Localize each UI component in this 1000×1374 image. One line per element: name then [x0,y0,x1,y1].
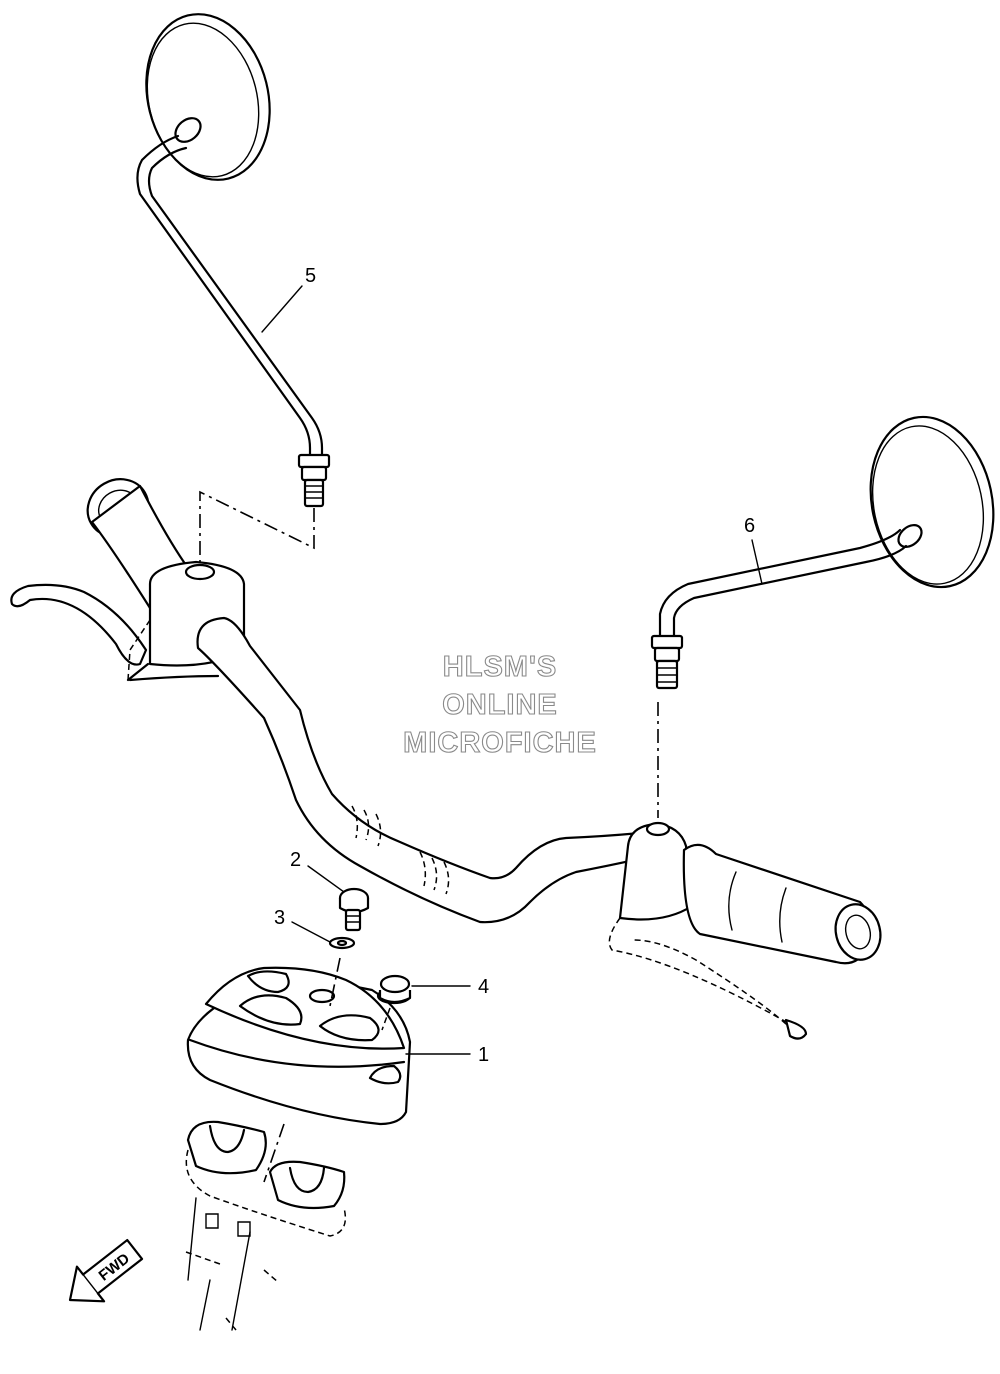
screw: 2 [290,849,370,1007]
left-mirror: 5 [136,13,331,574]
callout-1-label: 1 [478,1044,489,1066]
handlebar [10,478,882,1041]
handlebar-holders [185,1120,347,1331]
callout-2-label: 2 [290,849,301,871]
fwd-arrow-icon: FWD [68,1238,144,1303]
callout-4-label: 4 [478,976,489,998]
handlebar-cover: 1 [186,966,489,1126]
watermark: HLSM'S ONLINE MICROFICHE [403,650,597,759]
right-mirror: 6 [650,415,995,690]
callout-3-label: 3 [274,907,285,929]
watermark-line-2: ONLINE [442,689,558,721]
grommet: 4 [376,974,489,1031]
callout-5-label: 5 [305,265,316,287]
watermark-line-1: HLSM'S [443,651,557,683]
watermark-line-3: MICROFICHE [403,727,597,759]
callout-6-label: 6 [744,515,755,537]
washer: 3 [274,907,356,950]
